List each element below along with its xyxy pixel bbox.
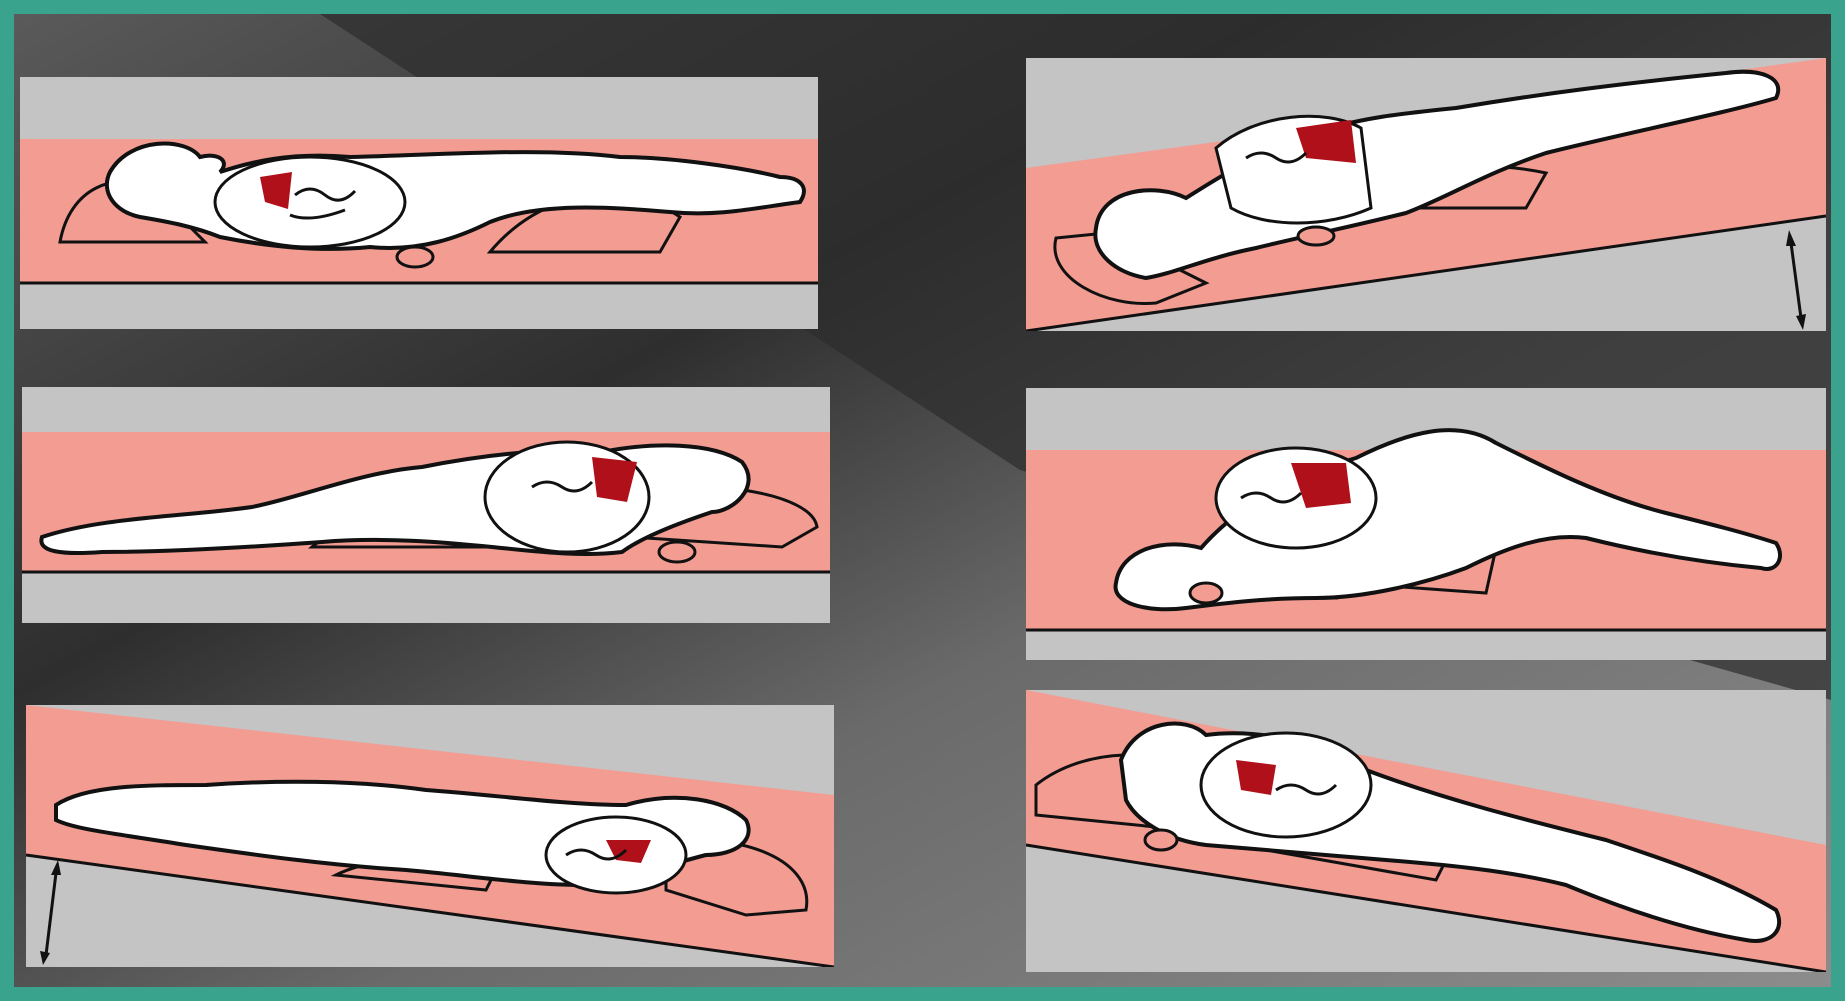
panel-prone-head-down: [1026, 58, 1826, 331]
supine-illustration: [20, 77, 818, 329]
left-lateral-inclined-illustration: [26, 705, 834, 967]
heart: [1236, 760, 1276, 795]
panel-right-lateral: [22, 387, 830, 623]
panel-lateral-inclined-right: [1026, 690, 1826, 972]
bowl: [1145, 830, 1177, 850]
bowl: [397, 247, 433, 267]
prone-flat-illustration: [1026, 388, 1826, 660]
prone-head-down-illustration: [1026, 58, 1826, 331]
bowl: [1190, 583, 1222, 603]
lateral-inclined-right-illustration: [1026, 690, 1826, 972]
panel-prone-flat: [1026, 388, 1826, 660]
torso-organs: [215, 157, 405, 247]
bowl: [659, 542, 695, 562]
bowl: [1298, 227, 1334, 245]
right-lateral-illustration: [22, 387, 830, 623]
panel-left-lateral-inclined: [26, 705, 834, 967]
panel-supine: [20, 77, 818, 329]
